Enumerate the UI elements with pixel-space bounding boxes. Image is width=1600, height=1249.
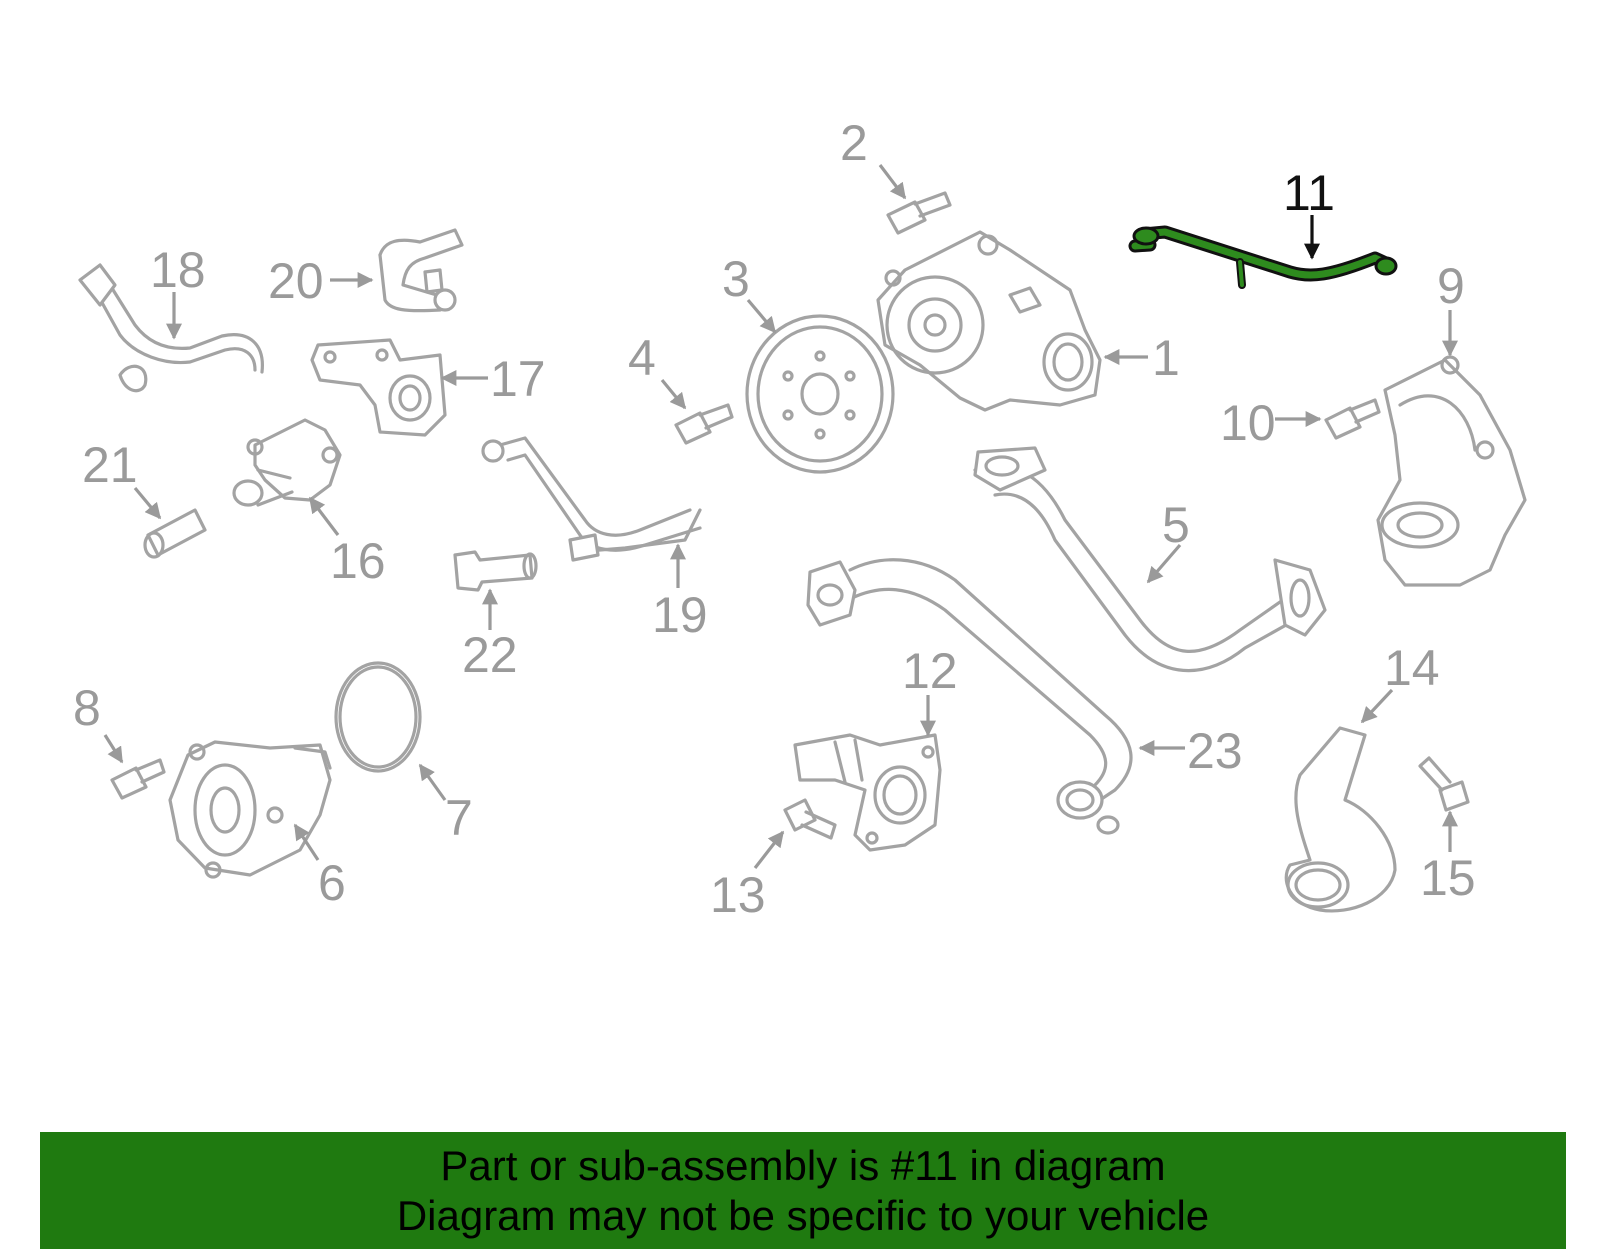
callout-13: 13 — [710, 830, 785, 923]
callout-label-9: 9 — [1437, 258, 1465, 314]
callout-label-23: 23 — [1187, 723, 1243, 779]
callout-5: 5 — [1146, 497, 1190, 584]
part-22-connector[interactable] — [453, 550, 538, 592]
part-2-bolt[interactable] — [886, 191, 952, 235]
part-21-sleeve[interactable] — [143, 508, 207, 559]
part-6-thermostat-housing[interactable] — [168, 740, 332, 879]
part-14-elbow-hose[interactable] — [1284, 726, 1397, 913]
callout-label-15: 15 — [1420, 850, 1476, 906]
callout-6: 6 — [293, 823, 346, 911]
part-19-pipe[interactable] — [481, 436, 702, 562]
part-10-bolt[interactable] — [1324, 398, 1381, 440]
callout-label-16: 16 — [330, 533, 386, 589]
callout-label-1: 1 — [1152, 330, 1180, 386]
callout-14: 14 — [1360, 640, 1440, 724]
callout-9: 9 — [1437, 258, 1465, 357]
part-23-long-pipe[interactable] — [806, 558, 1133, 835]
callout-label-12: 12 — [902, 643, 958, 699]
callout-label-8: 8 — [73, 680, 101, 736]
callout-label-18: 18 — [150, 242, 206, 298]
callout-2: 2 — [840, 115, 907, 200]
banner-line-1: Part or sub-assembly is #11 in diagram — [440, 1142, 1166, 1189]
part-9-pump-assembly[interactable] — [1376, 355, 1527, 587]
callout-label-22: 22 — [462, 627, 518, 683]
part-4-bolt[interactable] — [674, 403, 734, 445]
callout-23: 23 — [1138, 723, 1243, 779]
callout-20: 20 — [268, 253, 374, 309]
callout-12: 12 — [902, 643, 958, 737]
part-17-bracket[interactable] — [310, 338, 447, 437]
part-5-coolant-pipe[interactable] — [973, 446, 1327, 673]
callout-15: 15 — [1420, 810, 1476, 906]
callout-label-11: 11 — [1283, 165, 1335, 221]
part-13-bolt[interactable] — [783, 798, 837, 840]
callout-label-3: 3 — [722, 251, 750, 307]
info-banner: Part or sub-assembly is #11 in diagram D… — [40, 1132, 1566, 1249]
part-3-pulley[interactable] — [745, 314, 895, 474]
part-11-coolant-pipe-highlighted[interactable] — [1128, 225, 1398, 289]
callout-label-17: 17 — [490, 351, 546, 407]
part-15-bolt[interactable] — [1418, 756, 1470, 812]
callout-19: 19 — [652, 543, 708, 643]
callout-1: 1 — [1103, 330, 1180, 386]
callout-22: 22 — [462, 588, 518, 683]
callout-label-7: 7 — [445, 790, 473, 846]
part-12-thermostat-cover[interactable] — [793, 733, 942, 852]
callout-4: 4 — [628, 330, 687, 410]
part-7-o-ring[interactable] — [334, 661, 422, 773]
part-20-hose[interactable] — [378, 228, 464, 313]
part-16-auxiliary-pump[interactable] — [232, 418, 342, 507]
callout-label-19: 19 — [652, 587, 708, 643]
callout-18: 18 — [150, 242, 206, 340]
banner-line-2: Diagram may not be specific to your vehi… — [396, 1192, 1210, 1239]
callout-21: 21 — [82, 437, 162, 520]
part-8-bolt[interactable] — [110, 758, 166, 800]
part-18-hose[interactable] — [78, 263, 264, 393]
callout-label-14: 14 — [1384, 640, 1440, 696]
callout-label-2: 2 — [840, 115, 868, 171]
callout-label-4: 4 — [628, 330, 656, 386]
callout-16: 16 — [308, 496, 386, 589]
callout-label-20: 20 — [268, 253, 324, 309]
callout-7: 7 — [418, 763, 473, 846]
callout-17: 17 — [440, 351, 546, 407]
callout-label-13: 13 — [710, 867, 766, 923]
callout-label-21: 21 — [82, 437, 138, 493]
callout-11: 11 — [1283, 165, 1335, 260]
part-1-water-pump[interactable] — [876, 230, 1102, 412]
callout-3: 3 — [722, 251, 777, 334]
callout-label-6: 6 — [318, 855, 346, 911]
callout-label-5: 5 — [1162, 497, 1190, 553]
callout-10: 10 — [1220, 395, 1322, 451]
callout-label-10: 10 — [1220, 395, 1276, 451]
callout-8: 8 — [73, 680, 124, 764]
